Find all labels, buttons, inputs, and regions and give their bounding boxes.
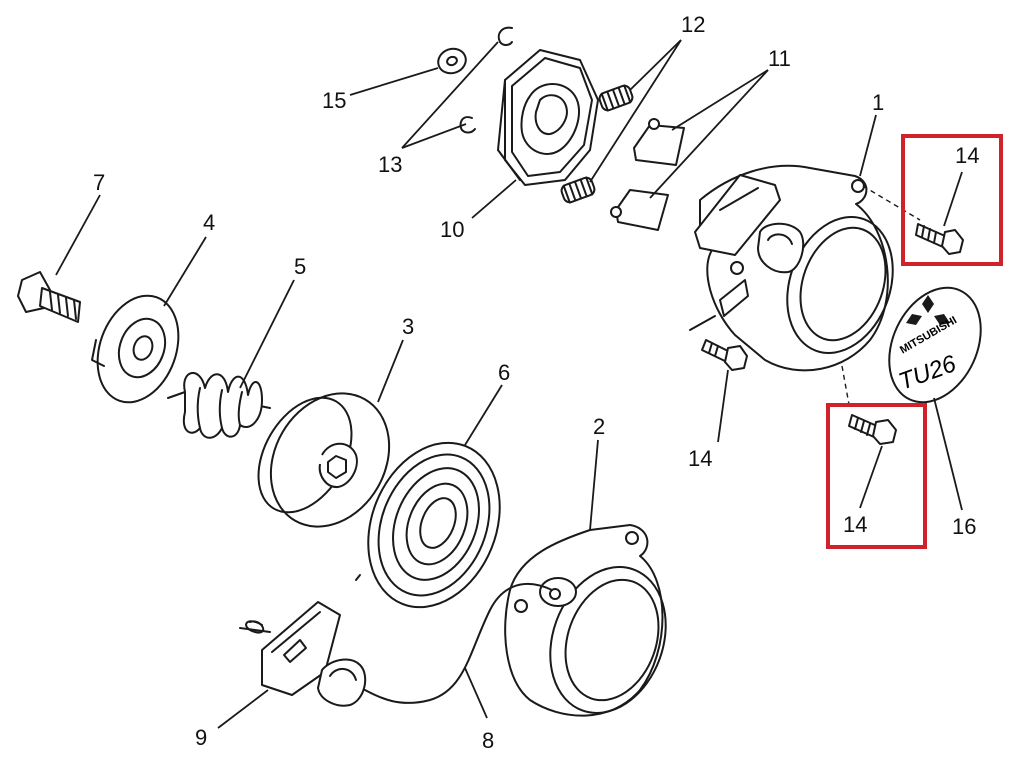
part-13-clips: [459, 26, 513, 134]
label-part-14-top: 14: [955, 143, 979, 168]
label-part-1: 1: [872, 90, 884, 115]
part-3-pulley: [257, 392, 391, 528]
label-part-4: 4: [203, 210, 215, 235]
part-14-bolt-low: [848, 414, 897, 445]
highlight-box-low: [826, 403, 927, 549]
label-part-13: 13: [378, 152, 402, 177]
label-part-12: 12: [681, 12, 705, 37]
label-part-14-mid: 14: [688, 446, 712, 471]
label-part-3: 3: [402, 314, 414, 339]
part-5-spring: [167, 371, 271, 439]
part-2-housing-lower: [504, 524, 667, 717]
part-16-decal: MITSUBISHI TU26: [888, 286, 982, 404]
part-1-housing-upper: [694, 164, 894, 372]
part-14-bolt-top: [915, 223, 964, 255]
part-6-spiral-spring: [355, 441, 501, 609]
label-part-7: 7: [93, 170, 105, 195]
part-12-springs: [560, 84, 634, 204]
label-part-6: 6: [498, 360, 510, 385]
label-part-10: 10: [440, 217, 464, 242]
label-part-2: 2: [593, 414, 605, 439]
part-8-rope: [239, 582, 553, 704]
leader-lines: [55, 39, 963, 729]
part-15-washer: [437, 47, 467, 75]
label-part-16: 16: [952, 514, 976, 539]
label-part-5: 5: [294, 254, 306, 279]
part-4-plate: [91, 294, 180, 404]
mitsubishi-logo-icon: [906, 295, 950, 325]
part-10-ratchet: [497, 49, 599, 186]
part-9-handle: [261, 601, 367, 707]
label-part-11: 11: [768, 46, 791, 71]
label-part-9: 9: [195, 725, 207, 750]
highlight-box-top: [901, 134, 1003, 266]
label-part-14-low: 14: [843, 512, 867, 537]
alignment-line-top: [862, 185, 921, 221]
alignment-line-mid: [689, 315, 716, 331]
part-11-pawls: [610, 118, 685, 231]
alignment-line-low: [841, 365, 851, 411]
part-14-bolt-mid: [701, 339, 748, 371]
part-7-bolt: [17, 271, 81, 323]
label-part-15: 15: [322, 88, 346, 113]
label-part-8: 8: [482, 728, 494, 753]
